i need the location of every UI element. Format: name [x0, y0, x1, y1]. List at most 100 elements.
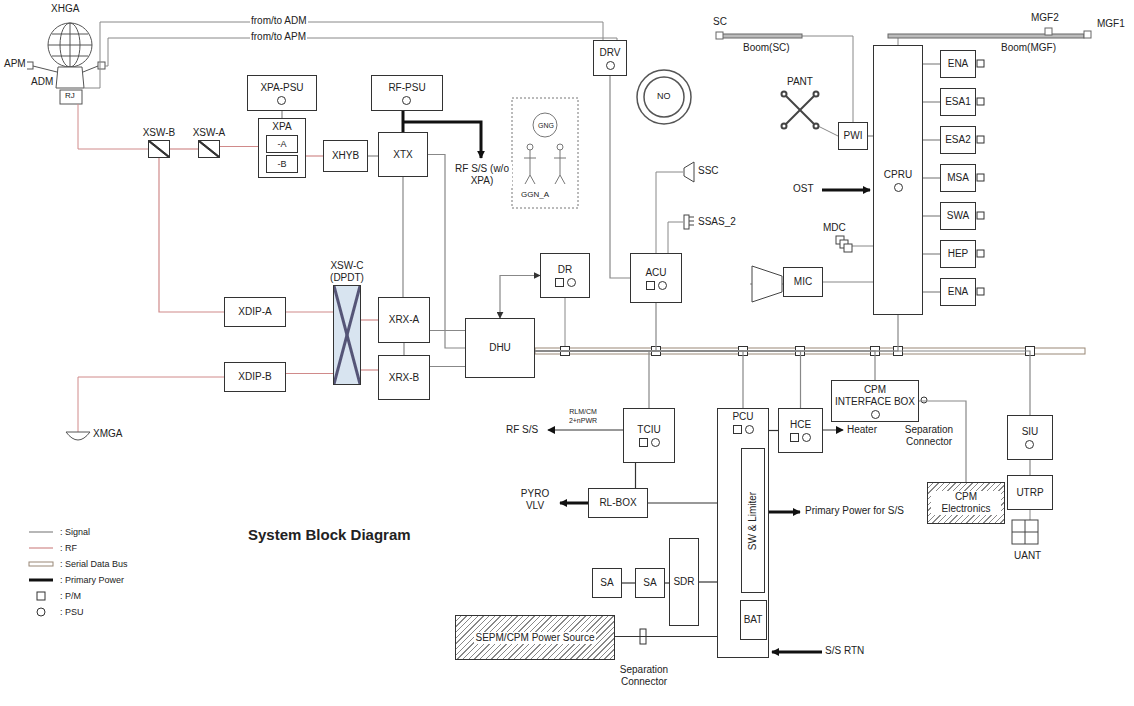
unit-icons: [639, 438, 660, 447]
part-label: GNG: [537, 121, 555, 130]
psu-icon: [894, 183, 903, 192]
part-label: Boom(MGF): [1000, 42, 1057, 54]
box-label: ACU: [645, 267, 666, 279]
block-box: CPRU: [873, 45, 923, 315]
unit-icons: [402, 96, 411, 105]
box-label: ENA: [948, 58, 969, 70]
part-label: Heater: [846, 424, 878, 436]
psu-icon: [567, 278, 576, 287]
connector: [535, 315, 898, 351]
part-label: OST: [792, 183, 815, 195]
unit-icons: [790, 433, 811, 442]
connector: [403, 343, 404, 355]
legend-sample-shape: [29, 547, 53, 548]
block-box: CPM INTERFACE BOX: [831, 380, 919, 422]
connector: [769, 430, 778, 431]
box-label: XSW-B: [143, 127, 176, 139]
box-content: XSW-B: [143, 127, 176, 139]
rf-wire: [78, 104, 224, 432]
connector: [610, 76, 630, 278]
part-label: SC: [712, 16, 728, 28]
box-label: ESA1: [945, 96, 971, 108]
sensor-mark: [977, 60, 984, 295]
box-label: DHU: [489, 342, 511, 354]
box-label: DR: [558, 264, 572, 276]
pant-antenna: [814, 92, 819, 97]
power-wire: [560, 502, 588, 505]
box-label: RF-PSU: [388, 82, 425, 94]
box-content: XSW-C (DPDT): [325, 260, 369, 284]
box-content: CPM Electronics: [931, 491, 1001, 515]
box-content: SDR: [673, 576, 694, 588]
box-label: XTX: [393, 149, 412, 161]
connector: [615, 636, 717, 637]
connector: [635, 463, 636, 488]
legend-sample-shape: [29, 579, 53, 582]
unit-icons: [1025, 440, 1034, 449]
box-label: XSW-C (DPDT): [325, 260, 369, 284]
unit-icons: [606, 61, 615, 70]
box-content: XHYB: [332, 150, 359, 162]
connector: [699, 581, 717, 582]
booms: [716, 28, 1091, 39]
legend-item: : P/M: [28, 588, 128, 604]
connector: [535, 351, 1030, 415]
part-label: RF S/S (w/o XPA): [452, 163, 512, 187]
sensor-mark: [977, 288, 984, 295]
signal-wire: [656, 172, 683, 253]
block-box: ESA1: [940, 88, 976, 116]
xmga-antenna: [66, 432, 90, 440]
connector: [159, 158, 224, 312]
signal-wire: [668, 222, 683, 253]
box-content: PWI: [844, 130, 863, 142]
block-box: PWI: [838, 122, 868, 150]
box-label: XPA-PSU: [260, 82, 303, 94]
hga-antenna: [33, 66, 57, 72]
legend-text: : PSU: [60, 607, 84, 617]
block-box: DHU: [465, 318, 535, 378]
block-box: ESA2: [940, 126, 976, 154]
part-label: MGF1: [1096, 18, 1126, 30]
gng-unit: [554, 150, 566, 184]
sun-sensor: [684, 162, 694, 229]
box-content: CPM INTERFACE BOX: [835, 384, 915, 419]
pant-antenna: [784, 94, 816, 126]
part-label: XMGA: [92, 428, 123, 440]
psu-icon: [651, 438, 660, 447]
legend-sample-shape: [29, 562, 53, 566]
connector: [430, 330, 465, 331]
box-label: -B: [278, 158, 287, 170]
pant-antenna: [782, 124, 787, 129]
separation-connector: [640, 397, 927, 644]
part-label: Separation Connector: [898, 424, 960, 448]
mic-horn: [752, 266, 782, 302]
box-content: SEPM/CPM Power Source: [474, 632, 597, 644]
connector: [361, 319, 378, 320]
box-content: XRX-A: [389, 314, 420, 326]
part-label: MGF2: [1030, 12, 1060, 24]
box-content: ESA2: [945, 134, 971, 146]
box-content: SW & Limiter: [747, 491, 759, 549]
hga-antenna: [56, 67, 84, 88]
booms: [716, 32, 723, 39]
block-box: SW & Limiter: [741, 448, 765, 593]
box-content: RL-BOX: [599, 497, 636, 509]
part-label: Primary Power for S/S: [804, 505, 905, 517]
signal-wire: [84, 22, 603, 88]
box-label: DRV: [600, 47, 621, 59]
legend-item: : Signal: [28, 524, 128, 540]
pm-icon: [646, 281, 655, 290]
box-label: XDIP-A: [238, 306, 271, 318]
part-label: Separation Connector: [612, 664, 676, 688]
part-label: XHGA: [50, 3, 80, 15]
unit-icons: [894, 183, 903, 192]
legend-item: : RF: [28, 540, 128, 556]
legend-item: : PSU: [28, 604, 128, 620]
part-label: PANT: [786, 76, 814, 88]
connector: [430, 366, 465, 367]
box-label: SA: [600, 577, 613, 589]
box-label: SW & Limiter: [747, 491, 759, 549]
box-content: ENA: [948, 58, 969, 70]
box-label: XPA: [272, 121, 291, 133]
block-box: XRX-A: [378, 297, 430, 343]
